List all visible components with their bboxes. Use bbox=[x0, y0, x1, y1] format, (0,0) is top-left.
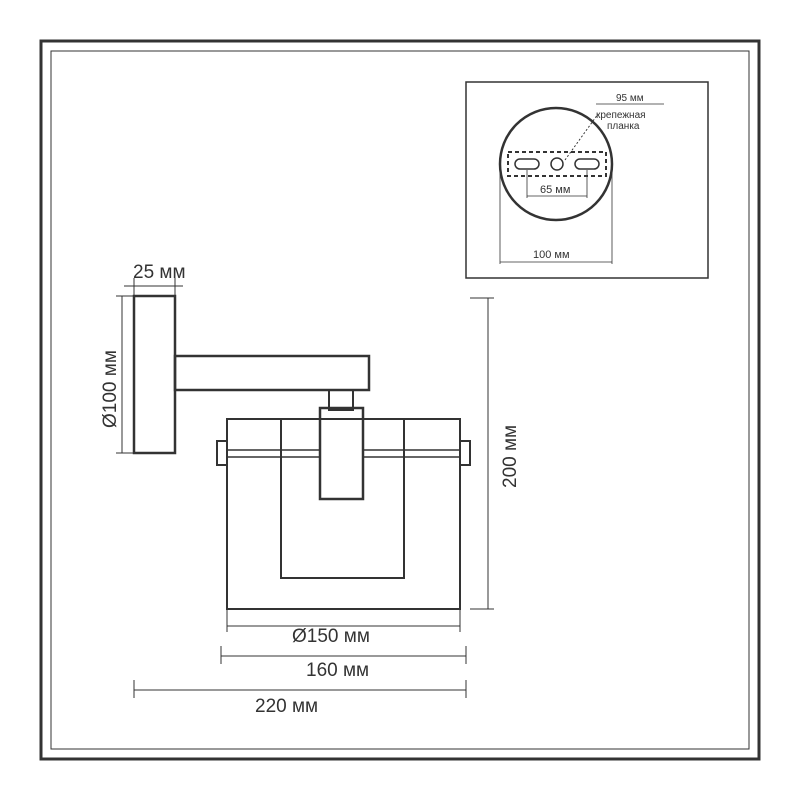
hole-spacing-label: 65 мм bbox=[540, 184, 570, 196]
height-label: 200 мм bbox=[500, 425, 521, 488]
outer-shade bbox=[226, 418, 461, 610]
plate-length-label: 95 мм bbox=[616, 93, 644, 104]
total-depth-label: 220 мм bbox=[255, 696, 318, 717]
lamp-side-view bbox=[132, 294, 471, 610]
shade-diameter-label: Ø150 мм bbox=[292, 626, 370, 647]
base-circle-top-view bbox=[498, 106, 614, 222]
inset-base-diameter-label: 100 мм bbox=[533, 249, 570, 261]
plate-label-line1: крепежная bbox=[596, 110, 646, 121]
shade-width-label: 160 мм bbox=[306, 660, 369, 681]
arm-connector bbox=[328, 389, 354, 411]
rod-cap-right bbox=[459, 440, 471, 466]
inner-frame bbox=[50, 50, 750, 750]
base-diameter-label: Ø100 мм bbox=[100, 350, 121, 428]
plate-leader-line bbox=[564, 113, 599, 161]
mounting-plate-inset: 95 мм крепежная планка 65 мм 100 мм bbox=[465, 81, 709, 279]
horizontal-arm bbox=[173, 354, 371, 392]
outer-frame bbox=[39, 39, 761, 761]
lamp-socket bbox=[318, 406, 365, 501]
inset-box bbox=[465, 81, 709, 279]
left-slot bbox=[514, 158, 540, 170]
inner-shade bbox=[280, 419, 405, 579]
right-slot bbox=[574, 158, 600, 170]
rod-cap-left bbox=[216, 440, 228, 466]
mounting-plate-outline bbox=[507, 151, 607, 177]
base-depth-label: 25 мм bbox=[133, 262, 186, 283]
wall-base bbox=[132, 294, 177, 455]
dimension-lines bbox=[116, 278, 494, 698]
plate-label-line2: планка bbox=[607, 121, 640, 132]
center-hole bbox=[550, 157, 564, 171]
